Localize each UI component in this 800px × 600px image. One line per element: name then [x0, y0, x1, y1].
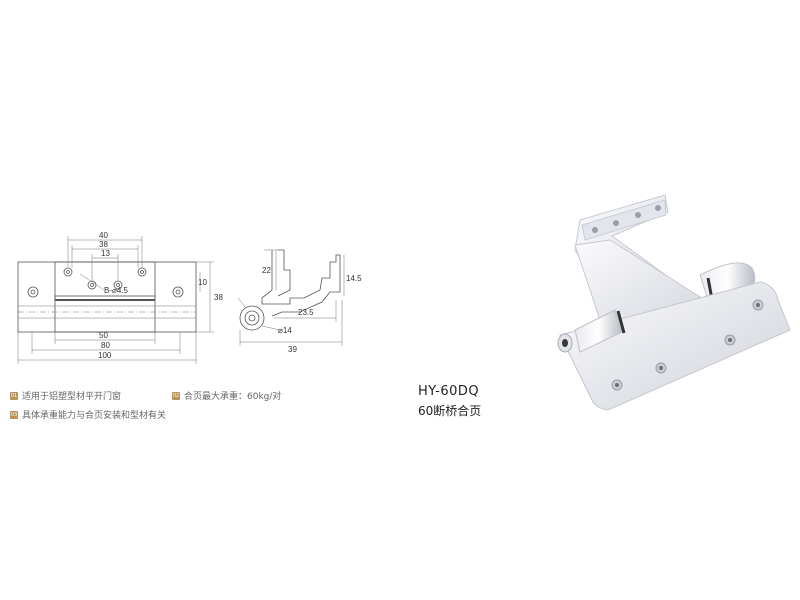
front-view: 40 38 13 B-⌀4.5 50 80 100 10 38 [17, 231, 223, 364]
dim-50: 50 [99, 331, 108, 340]
dim-22: 22 [262, 266, 271, 275]
hinge-product-image [557, 194, 791, 411]
dim-dia-14: ⌀14 [278, 326, 292, 335]
feature-2: 02 合页最大承重：60kg/对 [172, 389, 281, 402]
dim-80: 80 [101, 341, 110, 350]
feature-1-text: 适用于铝塑型材平开门窗 [22, 392, 122, 402]
dim-14-5: 14.5 [346, 274, 362, 283]
dim-23-5: 23.5 [298, 308, 314, 317]
dim-100: 100 [98, 351, 112, 360]
dim-hole: B-⌀4.5 [104, 286, 128, 295]
dim-39: 39 [288, 345, 297, 354]
feature-2-badge: 02 [172, 391, 180, 400]
side-view: 22 14.5 23.5 ⌀14 39 [237, 249, 362, 354]
feature-3: 03 具体承重能力与合页安装和型材有关 [10, 408, 166, 421]
feature-1: 01 适用于铝塑型材平开门窗 [10, 389, 121, 402]
dim-40: 40 [99, 231, 108, 240]
dim-38: 38 [99, 240, 108, 249]
feature-3-text: 具体承重能力与合页安装和型材有关 [22, 411, 167, 421]
feature-2-text: 合页最大承重：60kg/对 [184, 392, 282, 402]
feature-1-badge: 01 [10, 391, 18, 400]
dim-13: 13 [101, 249, 110, 258]
product-name: 60断桥合页 [418, 404, 482, 418]
feature-3-badge: 03 [10, 410, 18, 419]
dim-10: 10 [198, 278, 207, 287]
product-model: HY-60DQ [418, 384, 480, 399]
dim-38-vertical: 38 [214, 293, 223, 302]
